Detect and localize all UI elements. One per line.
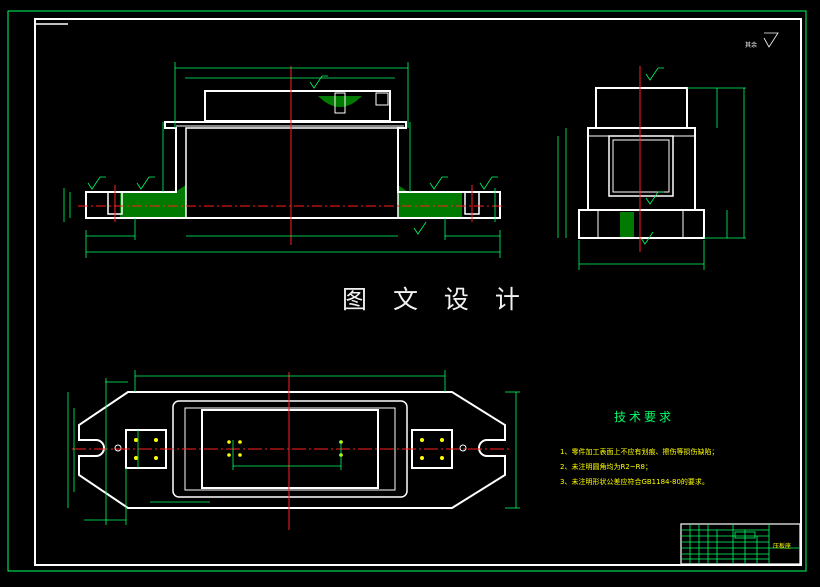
technical-requirements-heading: 技术要求 <box>614 410 675 424</box>
surface-roughness-symbol <box>763 32 779 48</box>
side-view-top-boss <box>595 87 688 129</box>
technical-requirement-item: 2、未注明圆角均为R2~R8； <box>560 463 652 471</box>
side-view-base <box>578 209 705 239</box>
front-view-body <box>185 127 399 219</box>
front-view <box>63 62 505 258</box>
technical-requirement-item: 3、未注明形状公差应符合GB1184-80的要求。 <box>560 478 709 486</box>
technical-requirement-item: 1、零件加工表面上不应有划痕、擦伤等损伤缺陷； <box>560 448 719 456</box>
top-view-pocket <box>201 409 379 489</box>
title-block-part-name: 压板座 <box>773 543 792 550</box>
title-block <box>680 523 801 565</box>
side-view-window <box>608 135 674 197</box>
front-view-top-boss <box>204 90 391 122</box>
front-view-outline <box>85 121 501 219</box>
front-view-bolt-hole <box>334 92 346 114</box>
top-view-dimensions <box>67 370 520 525</box>
side-view-hatch <box>620 212 634 238</box>
outer-frame <box>7 10 807 572</box>
inner-frame <box>34 18 802 566</box>
drawing-title-watermark: 图 文 设 计 <box>342 285 529 314</box>
front-view-hatch-top <box>318 96 362 107</box>
front-view-slot <box>375 92 389 106</box>
surface-roughness-note: 其余 <box>745 42 758 49</box>
front-view-hatch-right <box>398 185 462 218</box>
side-view <box>557 66 746 270</box>
front-view-dimensions <box>63 62 501 258</box>
side-view-dimensions <box>557 67 746 270</box>
top-view <box>67 370 520 530</box>
front-view-hatch-left <box>120 185 186 218</box>
top-view-outline <box>78 391 506 509</box>
